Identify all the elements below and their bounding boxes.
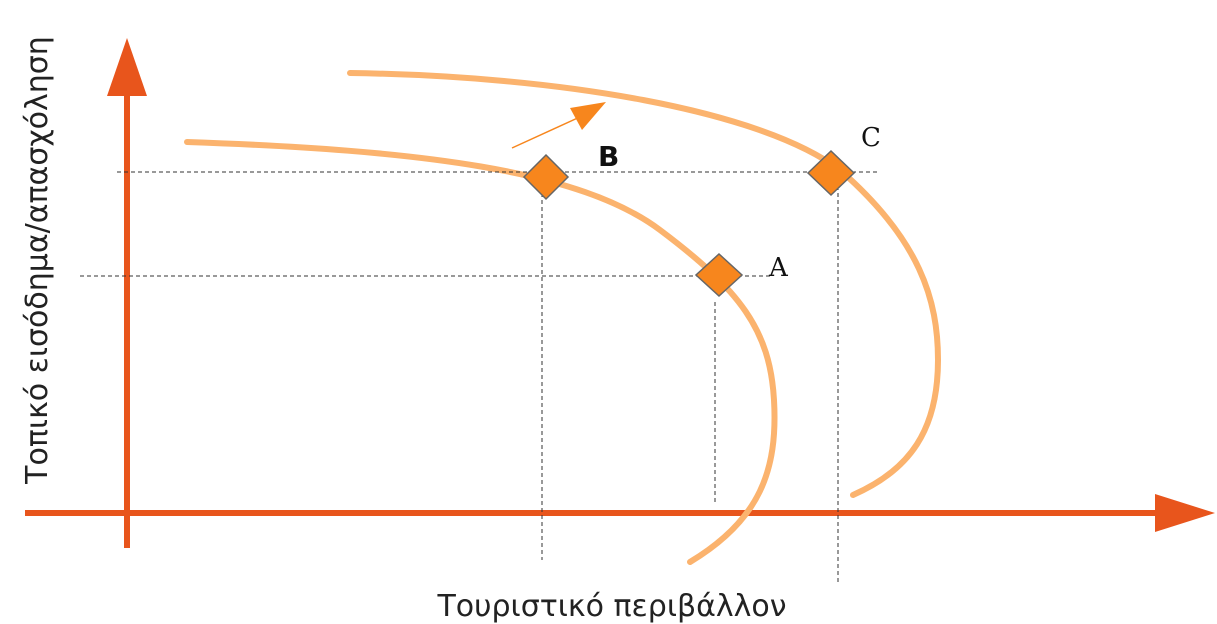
- point-a-label: A: [768, 253, 789, 283]
- x-axis-arrowhead: [1155, 494, 1215, 532]
- shift-arrow: [511, 102, 606, 149]
- shift-arrow-head: [570, 102, 606, 130]
- y-axis-label: Τοπικό εισόδημα/απασχόληση: [20, 36, 55, 485]
- x-axis-label: Τουριστικό περιβάλλον: [436, 589, 786, 624]
- point-b-marker: [522, 153, 570, 201]
- point-b-label: B: [598, 140, 619, 173]
- point-c-marker: [806, 149, 856, 197]
- point-c-label: C: [861, 123, 881, 153]
- axes: [25, 38, 1215, 548]
- outer-curve: [347, 70, 942, 498]
- y-axis-arrowhead: [107, 38, 147, 96]
- guide-lines: [80, 171, 880, 585]
- points: [522, 149, 856, 298]
- point-a-marker: [694, 252, 744, 298]
- shift-arrow-line: [511, 115, 583, 149]
- inner-curve: [184, 139, 778, 565]
